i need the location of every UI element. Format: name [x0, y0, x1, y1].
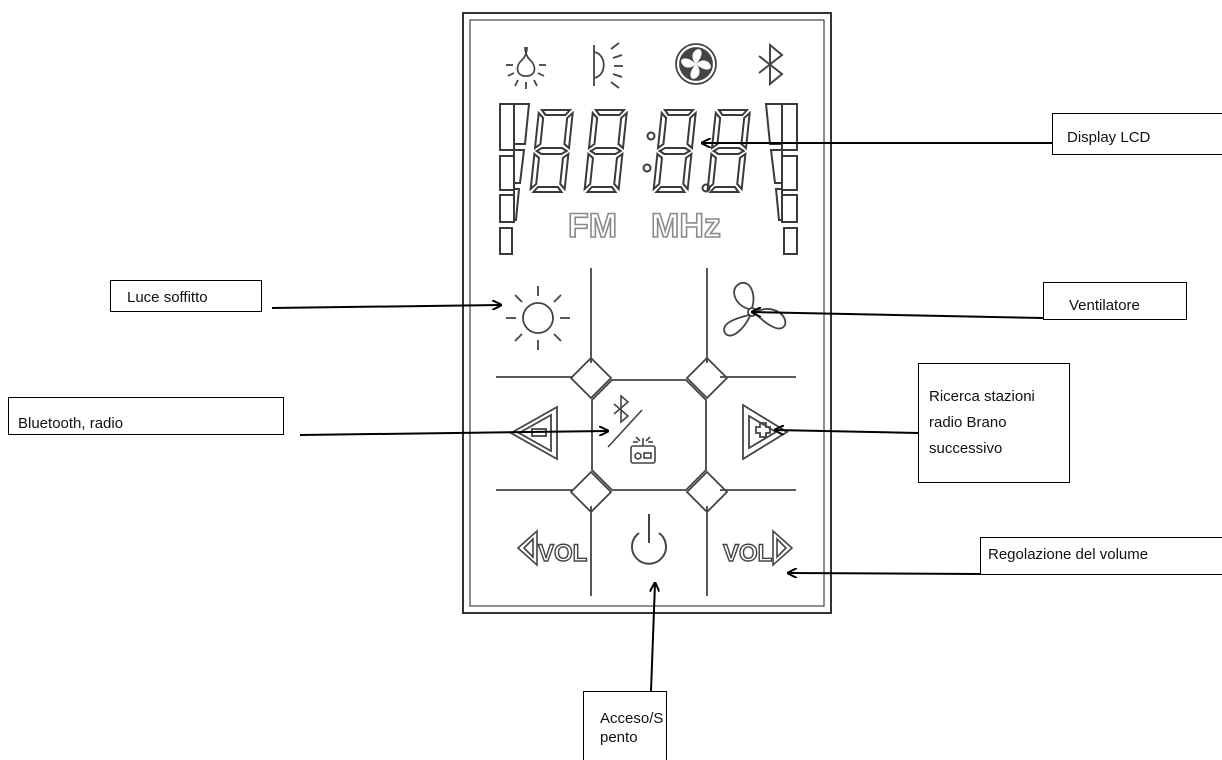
- power-button[interactable]: [631, 514, 667, 565]
- callout-fan: Ventilatore: [1043, 282, 1187, 320]
- power-icon: [631, 514, 667, 565]
- callout-display-label: Display LCD: [1067, 129, 1151, 146]
- arrow-mode: [299, 431, 608, 435]
- arrow-fan: [752, 312, 1044, 319]
- fan-icon: [675, 43, 717, 85]
- arrow-light: [271, 305, 501, 308]
- vol-down-arrow-icon: [516, 529, 538, 567]
- vol-down-button[interactable]: VOL: [516, 529, 588, 568]
- lcd-colon-top: [646, 131, 656, 141]
- callout-mode: Bluetooth, radio: [8, 397, 284, 435]
- bluetooth-small-icon: [613, 394, 630, 424]
- mode-button[interactable]: [607, 394, 656, 464]
- callout-light-label: Luce soffitto: [127, 289, 208, 306]
- sun-icon: [522, 302, 554, 334]
- vol-up-arrow-icon: [772, 529, 794, 567]
- callout-mode-label: Bluetooth, radio: [18, 415, 124, 432]
- lcd-digit-2: [583, 108, 629, 194]
- callout-fan-label: Ventilatore: [1069, 297, 1140, 314]
- lcd-band-label: FM: [568, 207, 617, 245]
- vol-down-label: VOL: [538, 540, 587, 567]
- lcd-unit-label: MHz: [651, 207, 721, 245]
- callout-volume: Regolazione del volume: [980, 537, 1222, 575]
- diamond-top-right: [685, 356, 729, 400]
- vol-up-label: VOL: [723, 540, 772, 567]
- left-level-bars: [499, 103, 531, 255]
- ceiling-light-icon: [506, 46, 546, 89]
- minus-arrow-icon: [509, 405, 558, 461]
- mode-slash: [607, 409, 643, 448]
- fan-blades-icon: [723, 282, 787, 337]
- lcd-colon-bottom: [642, 163, 652, 173]
- lcd-display: [529, 108, 752, 194]
- lcd-digit-1: [529, 108, 575, 194]
- diamond-top-left: [569, 356, 613, 400]
- fan-button[interactable]: [723, 282, 787, 337]
- callout-power: Acceso/Spento: [583, 691, 667, 760]
- callout-next-label: Ricerca stazioni radio Brano successivo: [929, 388, 1035, 457]
- callout-display: Display LCD: [1052, 113, 1222, 155]
- plus-arrow-icon: [742, 403, 789, 461]
- diamond-bottom-right: [685, 470, 729, 514]
- callout-arrows: [271, 143, 1052, 692]
- button-grid: [496, 268, 796, 596]
- bluetooth-icon: [758, 42, 784, 87]
- center-octagon: [591, 379, 707, 491]
- radio-icon: [630, 436, 656, 464]
- callout-next: Ricerca stazioni radio Brano successivo: [918, 363, 1070, 483]
- arrow-next: [775, 430, 919, 433]
- lcd-digit-3: [652, 108, 698, 194]
- light-button[interactable]: [506, 286, 570, 350]
- lamp-icon: [593, 42, 623, 89]
- callout-light: Luce soffitto: [110, 280, 262, 312]
- vol-up-button[interactable]: VOL: [722, 529, 794, 568]
- callout-volume-label: Regolazione del volume: [988, 546, 1149, 563]
- right-level-bars: [764, 103, 798, 255]
- callout-power-label: Acceso/Spento: [600, 710, 664, 746]
- arrow-volume: [788, 573, 981, 574]
- diamond-bottom-left: [569, 470, 613, 514]
- lcd-digit-4: [706, 108, 752, 194]
- next-button[interactable]: [742, 403, 789, 461]
- arrow-power: [651, 583, 655, 692]
